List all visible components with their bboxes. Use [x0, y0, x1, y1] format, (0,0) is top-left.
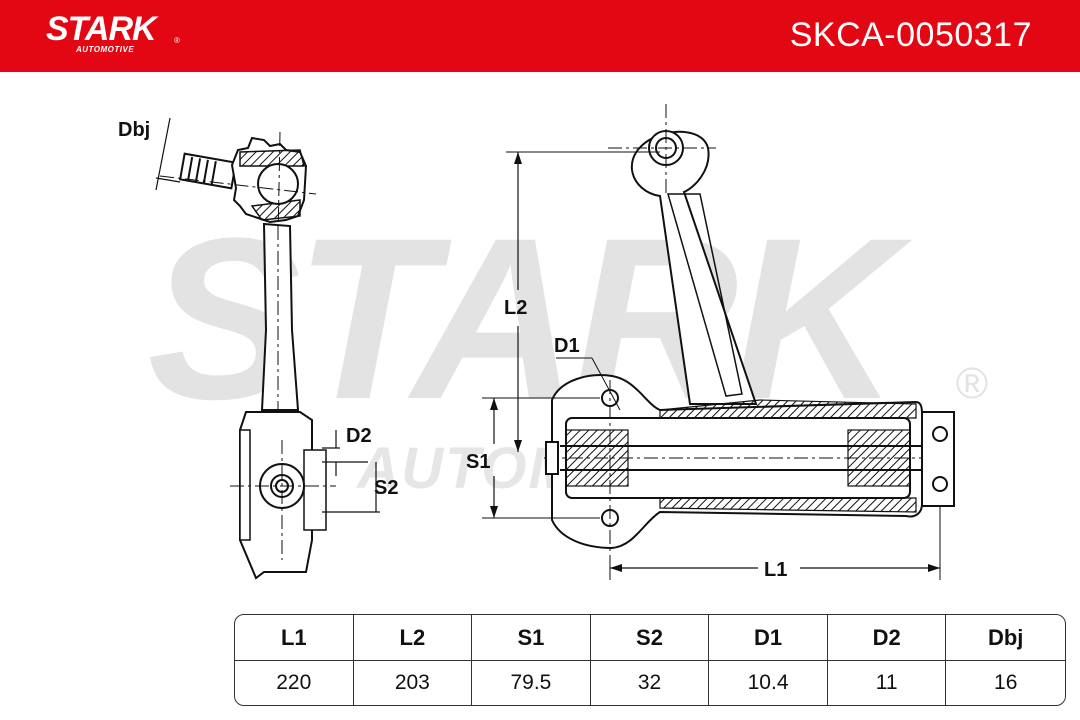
table-header-cell: Dbj [946, 615, 1065, 661]
table-value-cell: 16 [994, 671, 1018, 694]
ball-stud [178, 152, 238, 190]
table-value-cell: 32 [591, 661, 710, 705]
header-bar: STARK AUTOMOTIVE ® SKCA-0050317 [0, 0, 1080, 72]
table-header-cell: D2 [827, 615, 947, 661]
label-l1: L1 [764, 559, 787, 581]
label-s2: S2 [374, 477, 398, 499]
side-view [155, 117, 380, 580]
table-value-cell: 220 [235, 661, 354, 705]
label-dbj: Dbj [118, 119, 150, 141]
table-header-cell: L1 [235, 615, 354, 661]
table-header-cell: S1 [472, 615, 591, 661]
label-l2: L2 [504, 297, 527, 319]
table-header-cell: S2 [590, 615, 710, 661]
table-value-cell: 79.5 [472, 661, 591, 705]
table-header-cell: D1 [709, 615, 828, 661]
side-arm [260, 222, 300, 411]
table-value-cell: 10.4 [709, 661, 828, 705]
dimension-labels: Dbj D2 S2 L2 D1 S1 L1 [118, 119, 787, 581]
table-value-cell: 11 [828, 661, 947, 705]
front-view [482, 104, 955, 580]
watermark-registered: ® [956, 359, 988, 408]
table-header-cell: L2 [353, 615, 473, 661]
mounting-bracket [921, 411, 955, 507]
table-value-cell: 203 [354, 661, 473, 705]
part-number: SKCA-0050317 [789, 16, 1032, 54]
brand-subtitle: AUTOMOTIVE [76, 45, 135, 54]
label-d1: D1 [554, 335, 580, 357]
technical-drawing: STARK AUTOMOTIVE ® [118, 104, 988, 581]
ball-joint [257, 163, 299, 205]
label-s1: S1 [466, 451, 490, 473]
registered-mark: ® [174, 36, 180, 45]
label-d2: D2 [346, 425, 372, 447]
dimension-table: L1 L2 S1 S2 D1 D2 Dbj 220 203 79.5 32 10… [234, 614, 1066, 706]
brand-name: STARK [46, 10, 157, 48]
brand-logo: STARK AUTOMOTIVE ® [46, 10, 180, 54]
